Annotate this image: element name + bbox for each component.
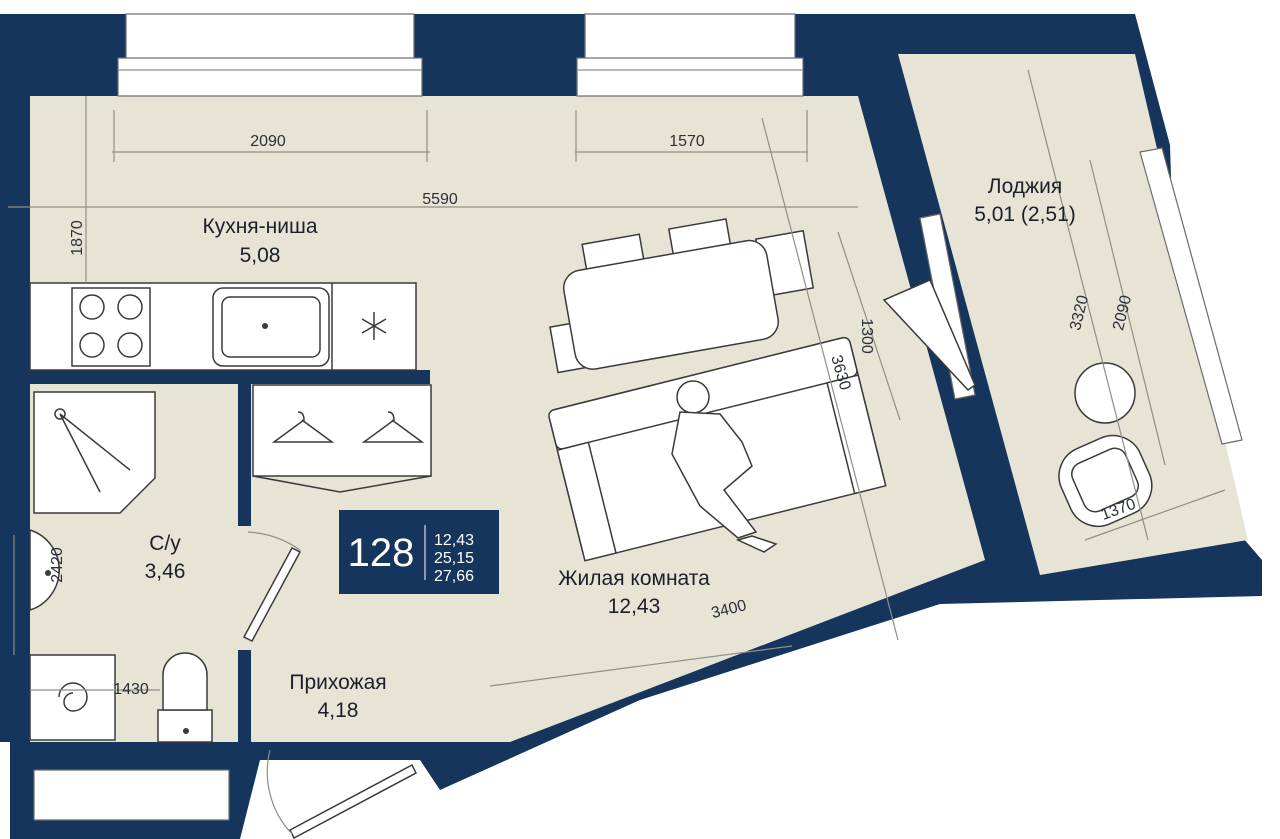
windows	[33, 13, 1243, 821]
dimension-labels: 2090 1570 5590 1870 1300 3630 2420 1430 …	[49, 133, 1138, 698]
person-icon	[671, 380, 778, 553]
hall-area: 4,18	[318, 699, 359, 722]
room-labels: Кухня-ниша 5,08 С/у 3,46 Прихожая 4,18 Ж…	[145, 175, 1076, 722]
dim-bath-length: 2420	[49, 547, 66, 583]
dim-window-span: 1300	[858, 318, 875, 354]
kitchen-counter	[29, 282, 417, 371]
badge-total-area: 27,66	[434, 568, 474, 585]
bathroom-area: 3,46	[145, 560, 186, 583]
hanger-icon	[271, 411, 425, 443]
living-area: 12,43	[608, 595, 661, 618]
hall-name: Прихожая	[289, 671, 386, 694]
bathroom-name: С/у	[149, 532, 181, 555]
wardrobe	[252, 384, 432, 493]
dim-overall-width: 5590	[422, 191, 458, 208]
snowflake-icon	[361, 312, 387, 340]
dim-kitchen-top-right: 1570	[669, 133, 705, 150]
toilet-icon	[157, 652, 213, 743]
sink-icon	[29, 528, 60, 612]
dining-set	[549, 218, 815, 374]
shower-icon	[33, 391, 156, 514]
partitions	[28, 370, 430, 745]
badge-area-b: 25,15	[434, 550, 474, 567]
dim-kitchen-top-left: 2090	[250, 133, 286, 150]
loggia-area: 5,01 (2,51)	[974, 203, 1076, 226]
doors	[242, 279, 976, 839]
dim-bath-width: 1430	[113, 681, 149, 698]
loggia-name: Лоджия	[988, 175, 1062, 198]
badge-living-area: 12,43	[434, 532, 474, 549]
kitchen-area: 5,08	[240, 244, 281, 267]
living-name: Жилая комната	[558, 567, 710, 590]
loggia-furniture	[1058, 362, 1153, 528]
apartment-badge: 128 12,43 25,15 27,66	[339, 510, 499, 594]
apartment-number: 128	[348, 531, 415, 575]
dimension-lines	[8, 69, 1226, 691]
dim-kitchen-depth: 1870	[69, 220, 86, 256]
kitchen-name: Кухня-ниша	[202, 215, 317, 238]
washing-machine	[29, 654, 116, 741]
